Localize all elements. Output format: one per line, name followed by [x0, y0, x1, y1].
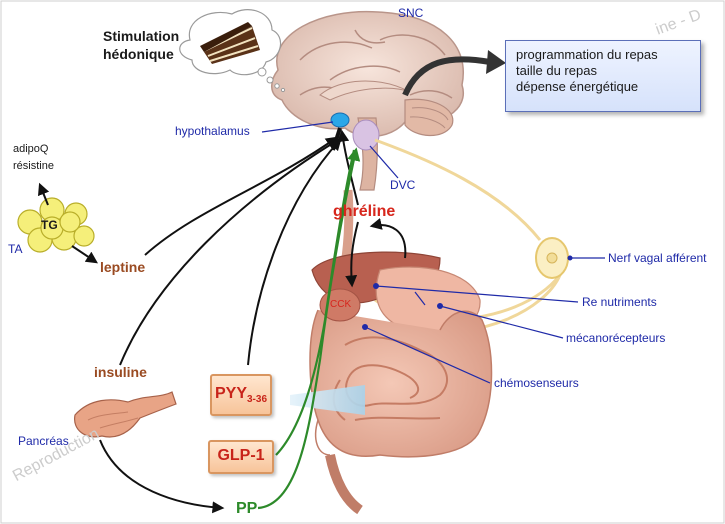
ghreline-label: ghréline: [333, 203, 395, 221]
dvc-label: DVC: [390, 178, 415, 192]
tg-label: TG: [41, 218, 58, 232]
pyy-label: PYY: [215, 385, 247, 402]
stimulation-label-line2: hédonique: [103, 46, 174, 62]
leptine-label: leptine: [100, 259, 145, 275]
pyy-box: PYY3-36: [210, 374, 272, 416]
pancreas-to-pp-arrow: [100, 440, 222, 508]
pp-label: PP: [236, 500, 257, 518]
mecanorecepteurs-label: mécanorécepteurs: [566, 331, 665, 345]
tg-to-leptine-arrow: [72, 246, 96, 262]
cck-label: CCK: [330, 299, 351, 310]
program-line-3: dépense énergétique: [516, 79, 690, 95]
adipoq-label: adipoQ: [13, 143, 48, 155]
glp1-box: GLP-1: [208, 440, 274, 474]
hypothalamus-label: hypothalamus: [175, 124, 250, 138]
snc-label: SNC: [398, 6, 423, 20]
re-nutriments-label: Re nutriments: [582, 295, 657, 309]
pancreas-label: Pancréas: [18, 434, 69, 448]
chemosenseurs-label: chémosenseurs: [494, 376, 579, 390]
program-box: programmation du repas taille du repas d…: [505, 40, 701, 112]
program-line-2: taille du repas: [516, 63, 690, 79]
program-line-1: programmation du repas: [516, 47, 690, 63]
resistine-label: résistine: [13, 160, 54, 172]
nerf-vagal-label: Nerf vagal afférent: [608, 251, 707, 265]
insuline-label: insuline: [94, 364, 147, 380]
ta-label: TA: [8, 242, 22, 256]
stimulation-label-line1: Stimulation: [103, 28, 179, 44]
hedonic-thought-cloud: [180, 10, 285, 92]
pyy-subscript: 3-36: [247, 394, 267, 405]
